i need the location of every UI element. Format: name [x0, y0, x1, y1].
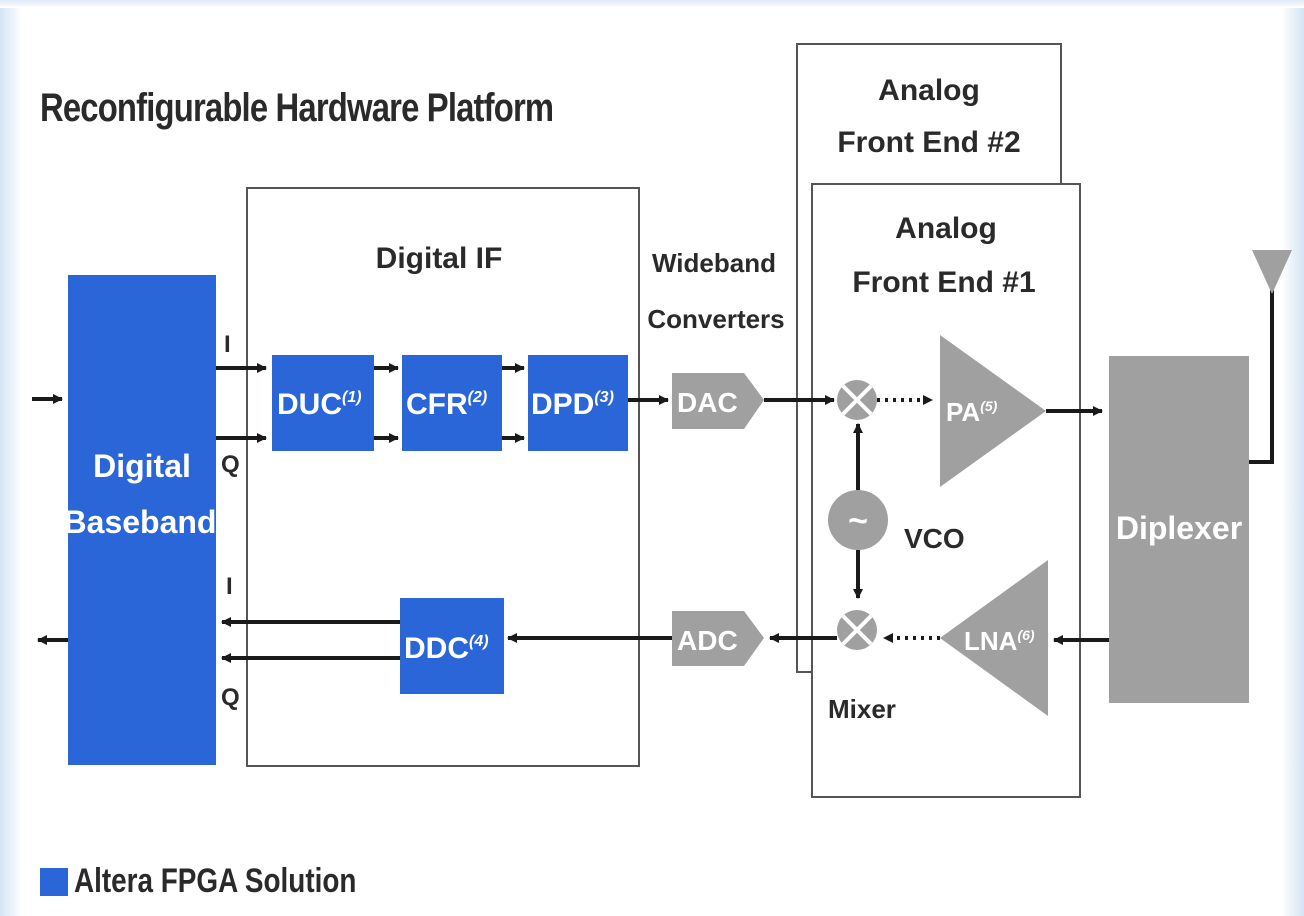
adc-block	[672, 611, 764, 666]
tx-q-label: Q	[221, 451, 240, 478]
pa-block	[940, 335, 1046, 487]
cfr-block	[402, 355, 502, 451]
afe1-label-line2: Front End #1	[852, 266, 1035, 299]
legend-label: Altera FPGA Solution	[74, 862, 357, 900]
vco-label: VCO	[904, 523, 965, 554]
digital-baseband-label-line1: Digital	[93, 448, 191, 484]
antenna-feed-line	[1249, 290, 1274, 464]
duc-block	[272, 355, 374, 451]
diplexer-block	[1109, 356, 1249, 703]
tx-mixer	[837, 380, 877, 420]
ddc-label: DDC(4)	[404, 632, 489, 665]
diplexer-label: Diplexer	[1116, 510, 1242, 546]
adc-label: ADC	[677, 625, 738, 656]
vco-symbol: ~	[848, 502, 868, 540]
afe2-label-line2: Front End #2	[837, 126, 1020, 159]
lna-label: LNA(6)	[964, 626, 1035, 656]
duc-label: DUC(1)	[277, 388, 362, 421]
rx-i-label: I	[226, 573, 233, 600]
mixer-label: Mixer	[828, 694, 896, 724]
legend-swatch-fpga	[40, 867, 68, 896]
antenna-icon	[1252, 250, 1292, 294]
cfr-label: CFR(2)	[406, 388, 487, 421]
vco-oscillator: ~	[828, 490, 888, 550]
rx-q-label: Q	[221, 684, 240, 711]
dpd-block	[528, 355, 628, 451]
digital-baseband-label-line2: Baseband	[64, 504, 217, 540]
digital-if-label: Digital IF	[376, 242, 503, 275]
slide-top-edge	[0, 0, 1304, 8]
tx-i-label: I	[224, 331, 231, 358]
wideband-converters-label-line1: Wideband	[652, 248, 776, 278]
diagram-title: Reconfigurable Hardware Platform	[40, 86, 554, 130]
dac-block	[672, 373, 764, 429]
lna-block	[940, 560, 1048, 716]
digital-baseband-block	[68, 275, 216, 765]
afe2-label-line1: Analog	[878, 74, 980, 107]
legend: Altera FPGA Solution	[40, 862, 418, 901]
ddc-block	[400, 598, 504, 694]
wideband-converters-label-line2: Converters	[647, 304, 784, 334]
rx-mixer	[837, 610, 877, 650]
dpd-label: DPD(3)	[531, 388, 614, 421]
dac-label: DAC	[677, 387, 738, 418]
afe1-label-line1: Analog	[895, 212, 997, 245]
pa-label: PA(5)	[946, 397, 998, 427]
